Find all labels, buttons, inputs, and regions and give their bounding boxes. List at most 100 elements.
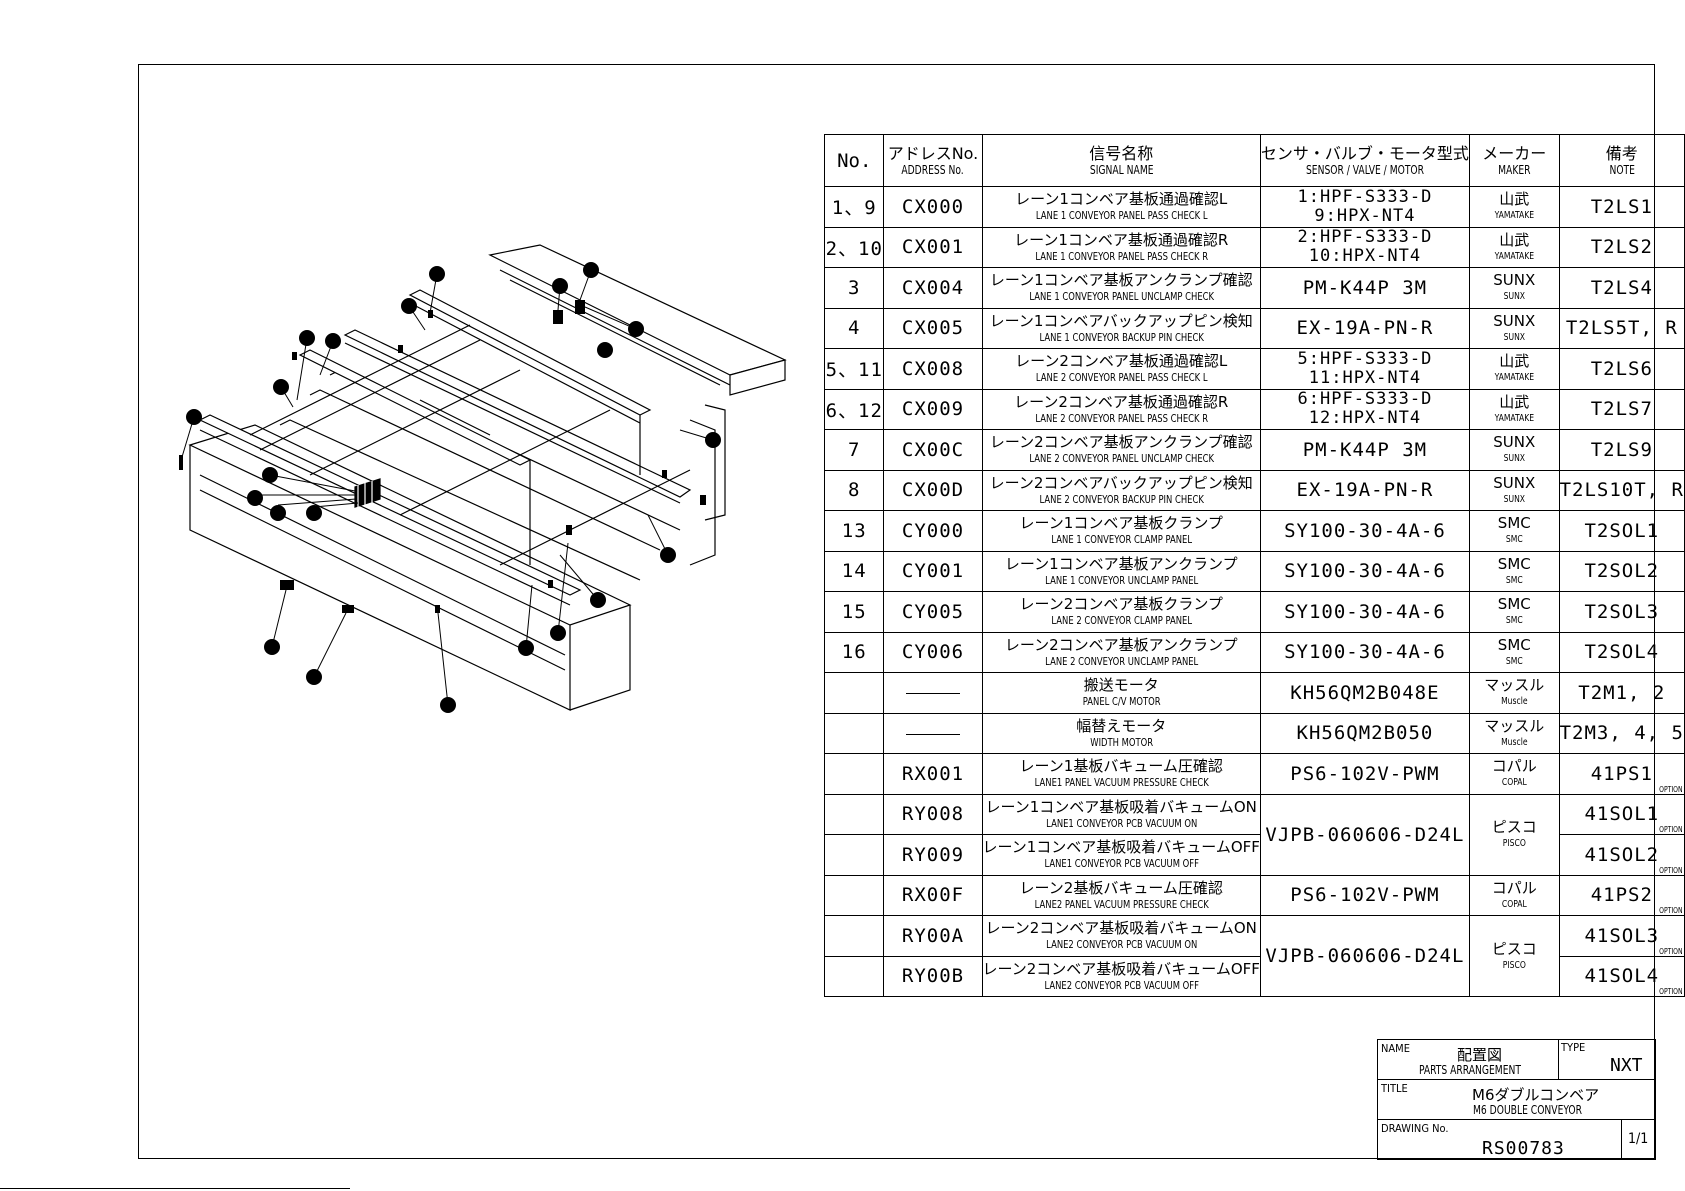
row-maker-en: SMC xyxy=(1505,615,1523,627)
cell-no: 4 xyxy=(823,307,885,349)
cell-no: 15 xyxy=(823,591,885,633)
cell-address: CY006 xyxy=(883,631,983,673)
cell-part: SY100-30-4A-6 xyxy=(1259,510,1470,552)
row-signal-jp: レーン1コンベア基板通過確認R xyxy=(1014,230,1229,249)
option-tag: OPTION xyxy=(1659,825,1683,834)
cell-note: T2SOL2 xyxy=(1558,550,1685,592)
cell-note: T2LS6 xyxy=(1558,348,1685,390)
sheet-no: 1/1 xyxy=(1628,1131,1649,1147)
row-maker-jp: コパル xyxy=(1491,757,1537,776)
row-signal-en: LANE1 CONVEYOR PCB VACUUM ON xyxy=(1045,816,1197,830)
row-note: 41PS2 xyxy=(1590,884,1653,907)
row-signal-jp: レーン2コンベア基板アンクランプ xyxy=(1004,635,1238,654)
header-address-en: ADDRESS No. xyxy=(901,162,965,177)
row-signal-en: PANEL C/V MOTOR xyxy=(1082,695,1161,709)
row-address: CX000 xyxy=(901,195,965,218)
row-no: 15 xyxy=(841,600,867,623)
row-maker-en: YAMATAKE xyxy=(1494,250,1535,262)
drawing-no: RS00783 xyxy=(1482,1138,1565,1159)
row-note: T2LS2 xyxy=(1590,236,1653,259)
row-signal-en: LANE 2 CONVEYOR PANEL PASS CHECK R xyxy=(1034,411,1208,425)
cell-part: SY100-30-4A-6 xyxy=(1259,550,1470,592)
row-signal-en: LANE1 CONVEYOR PCB VACUUM OFF xyxy=(1043,857,1199,871)
row-address: CY000 xyxy=(901,519,965,542)
cell-note: T2LS9 xyxy=(1558,429,1685,471)
cell-address: RX001 xyxy=(883,753,983,795)
header-note-jp: 備考 xyxy=(1605,143,1638,163)
cell-address: CX005 xyxy=(883,307,983,349)
cell-address: CY001 xyxy=(883,550,983,592)
row-note: 41SOL4 xyxy=(1584,965,1660,988)
row-note: 41SOL2 xyxy=(1584,843,1660,866)
row-no: 6、12 xyxy=(825,399,883,422)
sheet-cell xyxy=(1621,1119,1656,1160)
row-part-2: 9:HPX-NT4 xyxy=(1314,205,1416,226)
row-part: KH56QM2B048E xyxy=(1290,681,1440,704)
cell-note: T2LS2 xyxy=(1558,226,1685,268)
cell-part: SY100-30-4A-6 xyxy=(1259,631,1470,673)
cell-part: EX-19A-PN-R xyxy=(1259,469,1470,511)
row-no: 16 xyxy=(841,641,867,664)
row-note: T2LS7 xyxy=(1590,398,1653,421)
cell-address: CX004 xyxy=(883,267,983,309)
row-part: VJPB-060606-D24L xyxy=(1265,823,1465,846)
header-note: 備考 NOTE xyxy=(1558,134,1685,187)
row-note: T2M1, 2 xyxy=(1578,681,1666,704)
row-signal-jp: 搬送モータ xyxy=(1083,676,1159,695)
row-maker-en: Muscle xyxy=(1501,736,1528,748)
row-note: T2LS6 xyxy=(1590,357,1653,380)
row-part: PM-K44P 3M xyxy=(1302,276,1428,299)
cell-note: T2SOL1 xyxy=(1558,510,1685,552)
row-maker-jp: 山武 xyxy=(1499,352,1530,371)
type-value: NXT xyxy=(1610,1055,1643,1076)
row-part: PS6-102V-PWM xyxy=(1290,762,1440,785)
row-note: T2LS1 xyxy=(1590,195,1653,218)
cell-address: RX00F xyxy=(883,874,983,916)
row-signal-jp: レーン2コンベア基板アンクランプ確認 xyxy=(989,433,1253,452)
cell-part: PS6-102V-PWM xyxy=(1259,874,1470,916)
row-maker-en: YAMATAKE xyxy=(1494,210,1535,222)
cell-part: KH56QM2B048E xyxy=(1259,672,1470,714)
row-maker-en: SUNX xyxy=(1503,493,1525,505)
cell-note: T2M1, 2 xyxy=(1558,672,1685,714)
row-maker-jp: SMC xyxy=(1497,635,1531,654)
header-maker-jp: メーカー xyxy=(1482,143,1547,163)
row-signal-jp: レーン1コンベア基板吸着バキュームON xyxy=(985,797,1257,816)
row-note: T2LS5T, R xyxy=(1565,317,1678,340)
row-signal-en: LANE 2 CONVEYOR PANEL PASS CHECK L xyxy=(1035,371,1208,385)
cell-no: 2、10 xyxy=(823,226,885,268)
row-part: 2:HPF-S333-D xyxy=(1297,227,1433,248)
cell-part: PM-K44P 3M xyxy=(1259,267,1470,309)
cell-address: CX000 xyxy=(883,186,983,228)
row-signal-jp: レーン2コンベアバックアップピン検知 xyxy=(989,473,1253,492)
cell-address: CY000 xyxy=(883,510,983,552)
cell-address: CX00D xyxy=(883,469,983,511)
option-tag: OPTION xyxy=(1659,987,1683,996)
row-part: 5:HPF-S333-D xyxy=(1297,348,1433,369)
row-signal-jp: レーン2コンベア基板吸着バキュームOFF xyxy=(982,959,1260,978)
name-label: NAME xyxy=(1381,1042,1410,1055)
option-tag: OPTION xyxy=(1659,865,1683,875)
row-address: CX00D xyxy=(901,479,965,502)
row-signal-en: LANE 2 CONVEYOR UNCLAMP PANEL xyxy=(1044,654,1198,668)
row-maker-en: SMC xyxy=(1505,574,1523,586)
